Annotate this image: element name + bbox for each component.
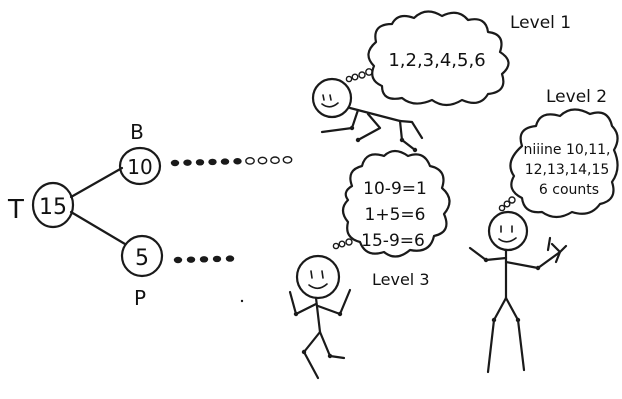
standing-figure-mouth — [498, 237, 517, 243]
counting-dot — [208, 158, 217, 166]
standing-figure-arm — [504, 250, 562, 270]
standing-figure-head — [487, 210, 529, 252]
standing-figure-hand — [550, 242, 568, 264]
counting-dot — [245, 156, 255, 165]
level2-label: Level 2 — [546, 87, 607, 107]
lying-figure-leg — [398, 119, 417, 152]
counting-dot — [270, 156, 280, 165]
jumping-figure-leg — [318, 330, 346, 360]
thought-cloud-level2 — [509, 108, 619, 219]
lying-figure-eye — [329, 94, 332, 101]
thought-dots-level2 — [498, 196, 516, 212]
bottom-child-circle — [120, 234, 164, 278]
dots-row-lower — [173, 255, 235, 264]
lying-figure-arm — [356, 112, 382, 142]
counting-dot — [199, 256, 209, 263]
bottom-child-label: P — [134, 286, 146, 310]
level3-label: Level 3 — [372, 270, 430, 289]
jumping-figure-arm — [316, 288, 352, 316]
jumping-figure-head — [295, 254, 341, 300]
level1-group: 1,2,3,4,5,6 Level 1 — [311, 10, 571, 153]
jumping-figure-arm — [288, 290, 318, 316]
standing-stick-figure — [468, 210, 568, 374]
root-node: T 15 — [7, 181, 75, 229]
level2-line-3: 6 counts — [539, 182, 599, 198]
bottom-child-node: 5 P — [120, 234, 164, 310]
standing-figure-leg — [486, 296, 508, 374]
jumping-stick-figure — [288, 254, 352, 380]
level2-line-1: niiine 10,11, — [523, 142, 610, 158]
counting-dot — [183, 159, 192, 166]
counting-dot — [170, 159, 180, 167]
bond-line-lower — [69, 210, 127, 246]
standing-figure-hand — [546, 236, 552, 252]
level3-group: 10-9=1 1+5=6 15-9=6 Level 3 — [288, 149, 451, 380]
root-node-label: T — [7, 195, 24, 225]
counting-dot — [282, 155, 293, 164]
top-child-circle — [118, 146, 162, 186]
number-bond-tree: T 15 B 10 5 P — [7, 120, 293, 310]
thought-cloud-level3 — [341, 149, 451, 258]
counting-dot — [220, 158, 230, 165]
thought-dots-level3 — [332, 238, 353, 250]
lying-stick-figure — [311, 77, 424, 153]
counting-dot — [173, 256, 183, 264]
top-child-value: 10 — [127, 155, 152, 179]
level3-line-2: 1+5=6 — [365, 205, 426, 225]
standing-figure-arm — [468, 246, 508, 262]
jumping-figure-mouth — [308, 283, 328, 290]
counting-dot — [195, 159, 205, 166]
thought-cloud-level1 — [367, 10, 510, 107]
jumping-figure-eye — [310, 270, 313, 279]
top-child-label: B — [130, 120, 144, 144]
counting-dot — [186, 256, 196, 263]
counting-dot — [233, 158, 242, 165]
level2-group: niiine 10,11, 12,13,14,15 6 counts Level… — [468, 87, 619, 374]
bottom-child-value: 5 — [135, 246, 149, 271]
stray-pen-mark — [240, 299, 244, 303]
lying-figure-eye — [322, 94, 325, 101]
root-node-value: 15 — [39, 195, 67, 220]
level1-thought-text: 1,2,3,4,5,6 — [388, 50, 485, 71]
dots-row-upper — [170, 155, 293, 167]
lying-figure-head — [311, 77, 353, 119]
thought-dots-level1 — [345, 68, 373, 83]
counting-dot — [212, 255, 222, 263]
counting-dot — [257, 156, 268, 165]
lying-figure-leg — [398, 119, 424, 140]
standing-figure-leg — [504, 296, 526, 372]
jumping-figure-leg — [302, 330, 322, 380]
level3-line-1: 10-9=1 — [363, 179, 427, 199]
jumping-figure-eye — [321, 270, 324, 279]
level2-line-2: 12,13,14,15 — [525, 162, 610, 178]
lying-figure-mouth — [321, 102, 339, 108]
top-child-node: B 10 — [118, 120, 162, 186]
counting-dot — [225, 255, 235, 262]
level1-label: Level 1 — [510, 13, 571, 33]
bond-line-upper — [69, 166, 124, 199]
level3-line-3: 15-9=6 — [361, 231, 425, 251]
root-node-circle — [31, 181, 75, 229]
